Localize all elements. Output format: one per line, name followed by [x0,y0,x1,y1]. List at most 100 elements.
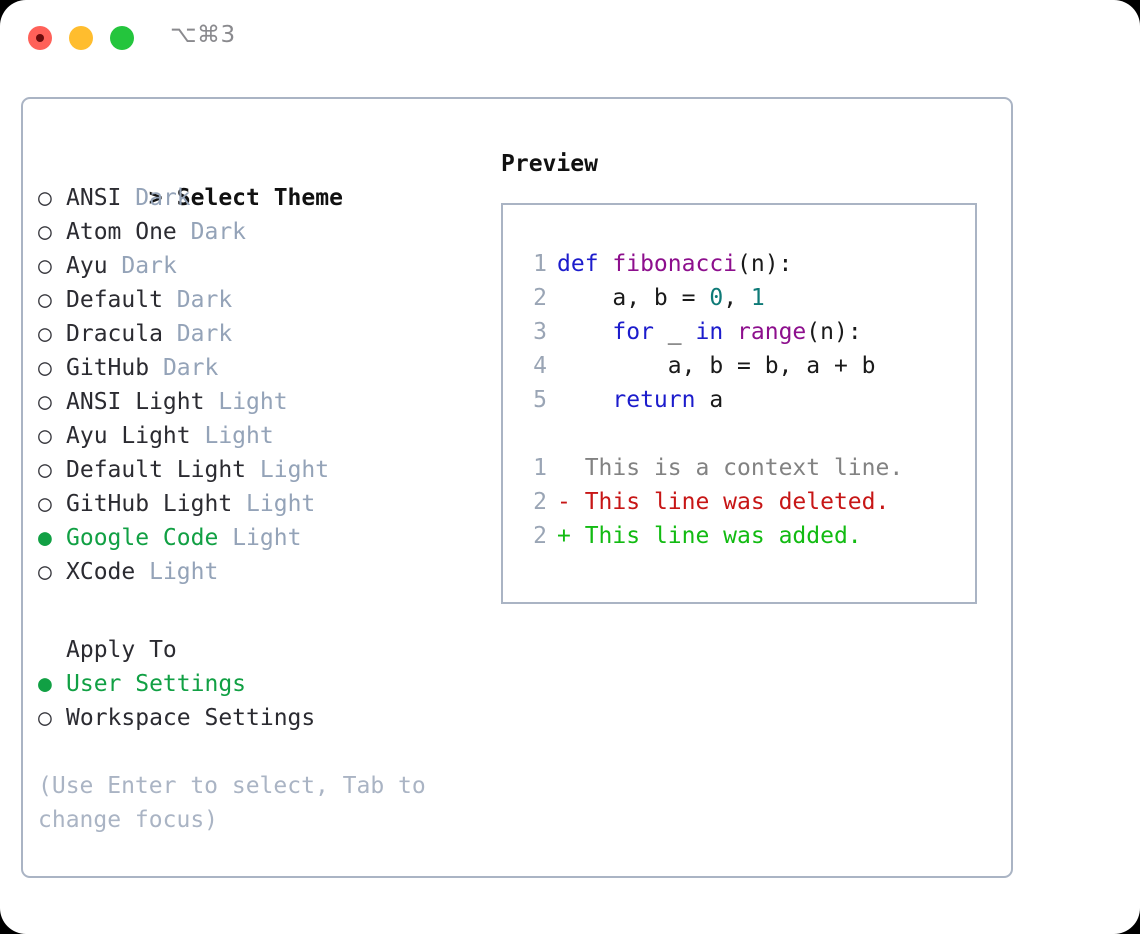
code-token-kw: for [557,319,668,345]
radio-selected-icon: ● [38,525,52,551]
preview-title: Preview [501,151,598,177]
diff-text: This line was added. [584,523,862,549]
theme-option-name: ANSI Light [66,389,205,415]
theme-option-tag: Dark [135,185,191,211]
theme-option-default-light[interactable]: ○Default Light Light [38,453,490,487]
title-bar: ⌥⌘3 [0,0,1140,80]
theme-option-dracula[interactable]: ○ Dracula Dark [38,317,490,351]
apply-to-option-user-settings[interactable]: ● User Settings [38,667,490,701]
theme-option-atom-one[interactable]: ○Atom One Dark [38,215,490,249]
keyboard-shortcut-label: ⌥⌘3 [170,22,236,48]
theme-option-github[interactable]: ○ GitHub Dark [38,351,490,385]
diff-line-del: 2- This line was deleted. [521,485,969,519]
code-token-pl: _ [667,319,696,345]
line-number: 2 [533,285,547,311]
theme-option-name: ANSI [66,185,122,211]
select-theme-header: >Select Theme [38,147,490,211]
code-token-kw: def [557,251,613,277]
code-line: 5 return a [521,383,969,417]
theme-option-name: GitHub Light [66,491,233,517]
theme-option-tag: Dark [176,287,233,313]
theme-option-tag: Light [218,389,288,415]
code-token-fn: fibonacci [612,251,738,277]
radio-unselected-icon: ○ [38,253,52,279]
theme-option-tag: Light [204,423,274,449]
theme-option-tag: Dark [162,355,219,381]
theme-option-default[interactable]: ○ Default Dark [38,283,490,317]
theme-option-name: Google Code [66,525,219,551]
code-token-fn: range [737,319,807,345]
diff-line-add: 2 + This line was added. [521,519,969,553]
radio-unselected-icon: ○ [38,389,52,415]
code-line: 4 a, b = b, a + b [521,349,969,383]
radio-selected-icon: ● [38,671,52,697]
theme-option-google-code[interactable]: ● Google Code Light [38,521,490,555]
line-number: 2 [533,523,547,549]
theme-option-name: Dracula [66,321,163,347]
apply-to-label: Apply To [66,637,177,663]
apply-to-list: ● User Settings ○Workspace Settings [38,667,490,735]
line-number: 4 [533,353,547,379]
radio-unselected-icon: ○ [38,355,52,381]
theme-option-tag: Light [232,525,302,551]
theme-option-name: Atom One [66,219,177,245]
radio-unselected-icon: ○ [38,185,52,211]
main-content-panel: >Select Theme ○ANSI Dark○Atom One Dark○A… [21,97,1013,878]
select-theme-label: Select Theme [176,185,343,211]
line-number: 5 [533,387,547,413]
close-button[interactable] [28,26,52,50]
minimize-button[interactable] [69,26,93,50]
line-number: 2 [533,489,547,515]
radio-unselected-icon: ○ [38,423,52,449]
theme-option-tag: Dark [190,219,247,245]
diff-marker: + [557,523,585,549]
code-token-pl: , [723,285,751,311]
theme-option-name: Ayu Light [66,423,191,449]
theme-option-name: Default [66,287,163,313]
radio-unselected-icon: ○ [38,321,52,347]
theme-selector-column: >Select Theme ○ANSI Dark○Atom One Dark○A… [38,147,490,837]
radio-unselected-icon: ○ [38,287,52,313]
theme-option-name: Ayu [66,253,108,279]
theme-option-tag: Light [246,491,316,517]
theme-option-xcode[interactable]: ○XCode Light [38,555,490,589]
code-token-num: 0 [709,285,724,311]
code-token-pl: a, b = b, a + b [557,353,876,379]
theme-option-tag: Dark [121,253,177,279]
code-blank-line [521,417,969,451]
theme-list: ○ANSI Dark○Atom One Dark○Ayu Dark○Defaul… [38,181,490,589]
traffic-light-group [28,26,134,50]
diff-text: This is a context line. [584,455,904,481]
apply-to-option-name: User Settings [66,671,247,697]
radio-unselected-icon: ○ [38,457,52,483]
diff-line-ctx: 1 This is a context line. [521,451,969,485]
theme-option-tag: Dark [176,321,233,347]
theme-option-name: GitHub [66,355,150,381]
theme-option-ayu-light[interactable]: ○ Ayu Light Light [38,419,490,453]
theme-option-name: XCode [66,559,136,585]
radio-unselected-icon: ○ [38,559,52,585]
apply-to-option-workspace-settings[interactable]: ○Workspace Settings [38,701,490,735]
theme-option-github-light[interactable]: ○ GitHub Light Light [38,487,490,521]
keyboard-hint-text: (Use Enter to select, Tab to change focu… [38,773,440,833]
code-token-num: 1 [750,285,765,311]
line-number: 3 [533,319,547,345]
theme-option-tag: Light [259,457,330,483]
apply-to-option-name: Workspace Settings [66,705,316,731]
theme-option-ansi[interactable]: ○ ANSI Dark [38,181,490,215]
maximize-button[interactable] [110,26,134,50]
radio-unselected-icon: ○ [38,491,52,517]
code-line: 3 for _ in range(n): [521,315,969,349]
code-token-pl: a, b = [557,285,710,311]
code-token-kw: in [695,319,738,345]
theme-option-ayu[interactable]: ○ Ayu Dark [38,249,490,283]
apply-to-group: Apply To ● User Settings ○Workspace Settin… [38,633,490,735]
code-token-kw: return [557,387,710,413]
theme-option-ansi-light[interactable]: ○ ANSI Light Light [38,385,490,419]
diff-marker [557,455,585,481]
